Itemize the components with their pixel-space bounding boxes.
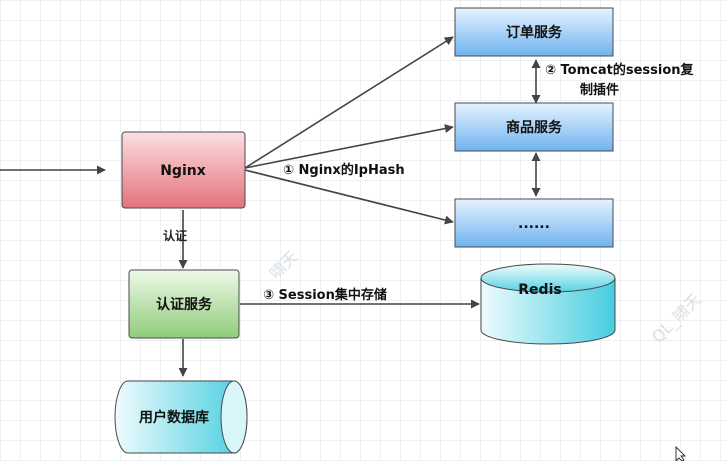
tomcat-edge-label-line2: 制插件 <box>580 82 619 98</box>
watermark-2: QL_啸天 <box>648 290 706 348</box>
user-db-node: 用户数据库 <box>114 380 248 454</box>
session-edge-label: ③ Session集中存储 <box>263 287 387 303</box>
auth-service-label: 认证服务 <box>156 296 213 313</box>
auth-edge-label: 认证 <box>163 228 187 243</box>
order-service-node: 订单服务 <box>454 7 614 57</box>
tomcat-edge-label-line1: ② Tomcat的session复 <box>545 62 695 78</box>
connectors <box>0 36 541 377</box>
goods-service-label: 商品服务 <box>506 119 563 136</box>
more-service-node: ...... <box>454 198 614 248</box>
iphash-edge-label: ① Nginx的IpHash <box>283 162 405 178</box>
edge-nginx-to-more <box>244 169 454 225</box>
mouse-cursor-icon <box>675 445 687 461</box>
watermark-1: 啸天 <box>266 247 302 283</box>
user-db-label: 用户数据库 <box>139 409 209 426</box>
nginx-node: Nginx <box>121 131 246 209</box>
edge-nginx-to-order <box>244 36 454 169</box>
auth-service-node: 认证服务 <box>128 269 240 339</box>
redis-label: Redis <box>518 282 561 298</box>
more-service-label: ...... <box>518 216 550 232</box>
redis-node: Redis <box>480 263 616 345</box>
nginx-label: Nginx <box>160 163 206 179</box>
goods-service-node: 商品服务 <box>454 102 614 152</box>
edge-nginx-to-goods <box>244 124 454 169</box>
order-service-label: 订单服务 <box>506 24 563 41</box>
